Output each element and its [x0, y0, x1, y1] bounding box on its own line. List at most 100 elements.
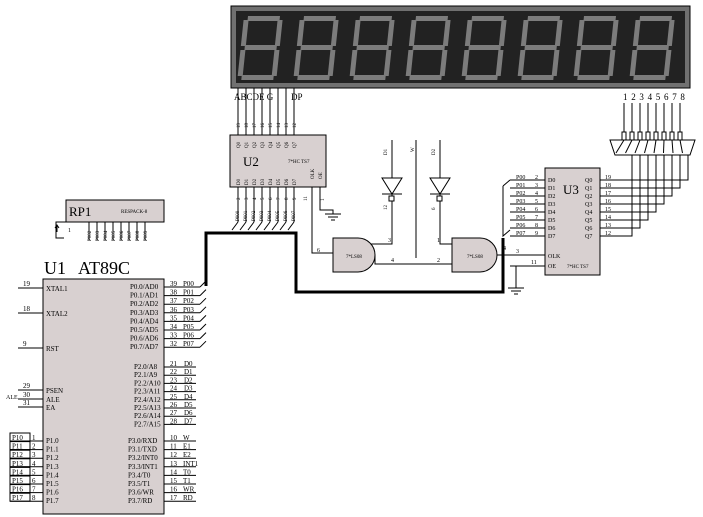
u1-left-pin-label: ALE	[46, 396, 60, 404]
segment	[415, 16, 448, 21]
u1-p1-num: 6	[32, 477, 36, 485]
u1-p1-num: 4	[32, 460, 36, 468]
rp1-pin-label: P002	[88, 230, 93, 241]
segment	[327, 50, 336, 76]
rp1-name: RP1	[69, 204, 91, 219]
segment	[524, 45, 557, 50]
segment	[237, 50, 246, 76]
segment	[527, 16, 560, 21]
u2-bottom-pin: 9	[293, 197, 298, 200]
u3-input-label: D1	[548, 186, 555, 192]
u1-p3-num: 10	[170, 434, 178, 442]
u3-input-net: P02	[516, 191, 525, 197]
u2-bottom-label: D5	[277, 178, 282, 185]
u2-top-label: Q6	[285, 141, 290, 148]
u3-input-pin: 2	[535, 175, 538, 181]
u3-output-pin: 18	[605, 183, 611, 189]
rp1-pin-label: P006	[120, 230, 125, 241]
d1-pin: 12	[384, 205, 389, 211]
segment	[244, 45, 277, 50]
and-gate-2: 7*LS08 1 2 4	[437, 237, 545, 273]
u1-p0-net: P03	[183, 306, 194, 314]
u3-input-pin: 6	[535, 207, 538, 213]
u1-p2-net: D2	[184, 376, 193, 384]
segment	[353, 75, 386, 80]
u1-p3-num: 15	[170, 477, 178, 485]
u3-input-net: P04	[516, 207, 525, 213]
segment	[296, 20, 305, 46]
u1-p2-num: 22	[170, 368, 178, 376]
segment	[633, 75, 666, 80]
u1-p2-net: D0	[184, 360, 193, 368]
u1-p0-label: P0.1/AD1	[130, 292, 159, 300]
u1-p0-net: P02	[183, 297, 194, 305]
digit-label: 1	[623, 92, 628, 102]
u2-top-label: Q7	[293, 141, 298, 148]
u2-bus-label: P000	[236, 210, 241, 221]
gate1-pin-out: 4	[391, 258, 394, 264]
u1-left-pin-label: RST	[46, 345, 60, 353]
u2-top-label: Q2	[253, 141, 258, 148]
u1-p1-label: P1.3	[46, 463, 59, 471]
u3-input-label: D0	[548, 178, 555, 184]
u2-bottom-label: D3	[261, 178, 266, 185]
ale-net-label: ALE	[6, 395, 18, 401]
d1-name: D1	[384, 148, 389, 155]
u1-p3-label: P3.3/INT1	[128, 463, 158, 471]
u1-p1-label: P1.5	[46, 480, 59, 488]
u1-left-pin-label: PSEN	[46, 387, 63, 395]
u1-type: AT89C	[78, 258, 130, 278]
segment	[359, 16, 392, 21]
u1-p2-net: D3	[184, 385, 193, 393]
u1-p3-label: P3.4/T0	[128, 471, 151, 479]
u3-output-pin: 12	[605, 231, 611, 237]
u3-output-label: Q3	[585, 202, 592, 208]
gate2-label: 7*LS08	[467, 255, 483, 260]
d2-name: D2	[432, 148, 437, 155]
u1-left-pin-num: 18	[23, 305, 31, 313]
u1-p3-net: W	[183, 434, 190, 442]
u3-input-pin: 9	[535, 231, 538, 237]
segment	[498, 20, 507, 46]
u3-input-label: D4	[548, 210, 555, 216]
u3-olk-pin: 3	[516, 249, 519, 255]
segment	[412, 45, 445, 50]
u2-bottom-label: D0	[237, 178, 242, 185]
u1-p2-net: D7	[184, 417, 193, 425]
diode-d2: D2 6	[429, 140, 452, 245]
u1-p3-net: E2	[183, 451, 191, 459]
segment	[632, 20, 641, 46]
u1-p0-label: P0.4/AD4	[130, 317, 159, 325]
u1-p3-label: P3.1/TXD	[128, 446, 157, 454]
u1-p1-net: P10	[12, 434, 23, 442]
segment	[610, 20, 619, 46]
u3-input-net: P06	[516, 223, 525, 229]
gate1-label: 7*LS08	[346, 255, 362, 260]
u3-input-pin: 3	[535, 183, 538, 189]
u1-p2-num: 27	[170, 409, 178, 417]
u1-p1-num: 3	[32, 451, 36, 459]
u2-bottom-label: D1	[245, 178, 250, 185]
u3-output-pin: 13	[605, 223, 611, 229]
rp1-pin-label: P008	[136, 230, 141, 241]
u2-top-label: Q3	[261, 141, 266, 148]
segment	[517, 50, 526, 76]
display-to-u2-wires	[237, 88, 295, 135]
digit-1	[237, 16, 283, 80]
u1-p2-label: P2.1/A9	[134, 371, 158, 379]
u2-bus-label: P002	[252, 210, 257, 221]
u1-p2-label: P2.0/A8	[134, 363, 158, 371]
rp1-pin-label: P005	[112, 230, 117, 241]
u1-p3-label: P3.7/RD	[128, 497, 152, 505]
u3-output-pin: 19	[605, 175, 611, 181]
u1-p1-net: P11	[12, 443, 23, 451]
segment	[666, 20, 675, 46]
rp1-pin-label: P004	[104, 230, 109, 241]
digit-2	[293, 16, 339, 80]
w-net-line: W	[411, 140, 417, 258]
u1-p3-num: 17	[170, 494, 178, 502]
segment	[352, 20, 361, 46]
u1-p1-label: P1.4	[46, 471, 59, 479]
u2-top-pin: 18	[245, 123, 250, 129]
